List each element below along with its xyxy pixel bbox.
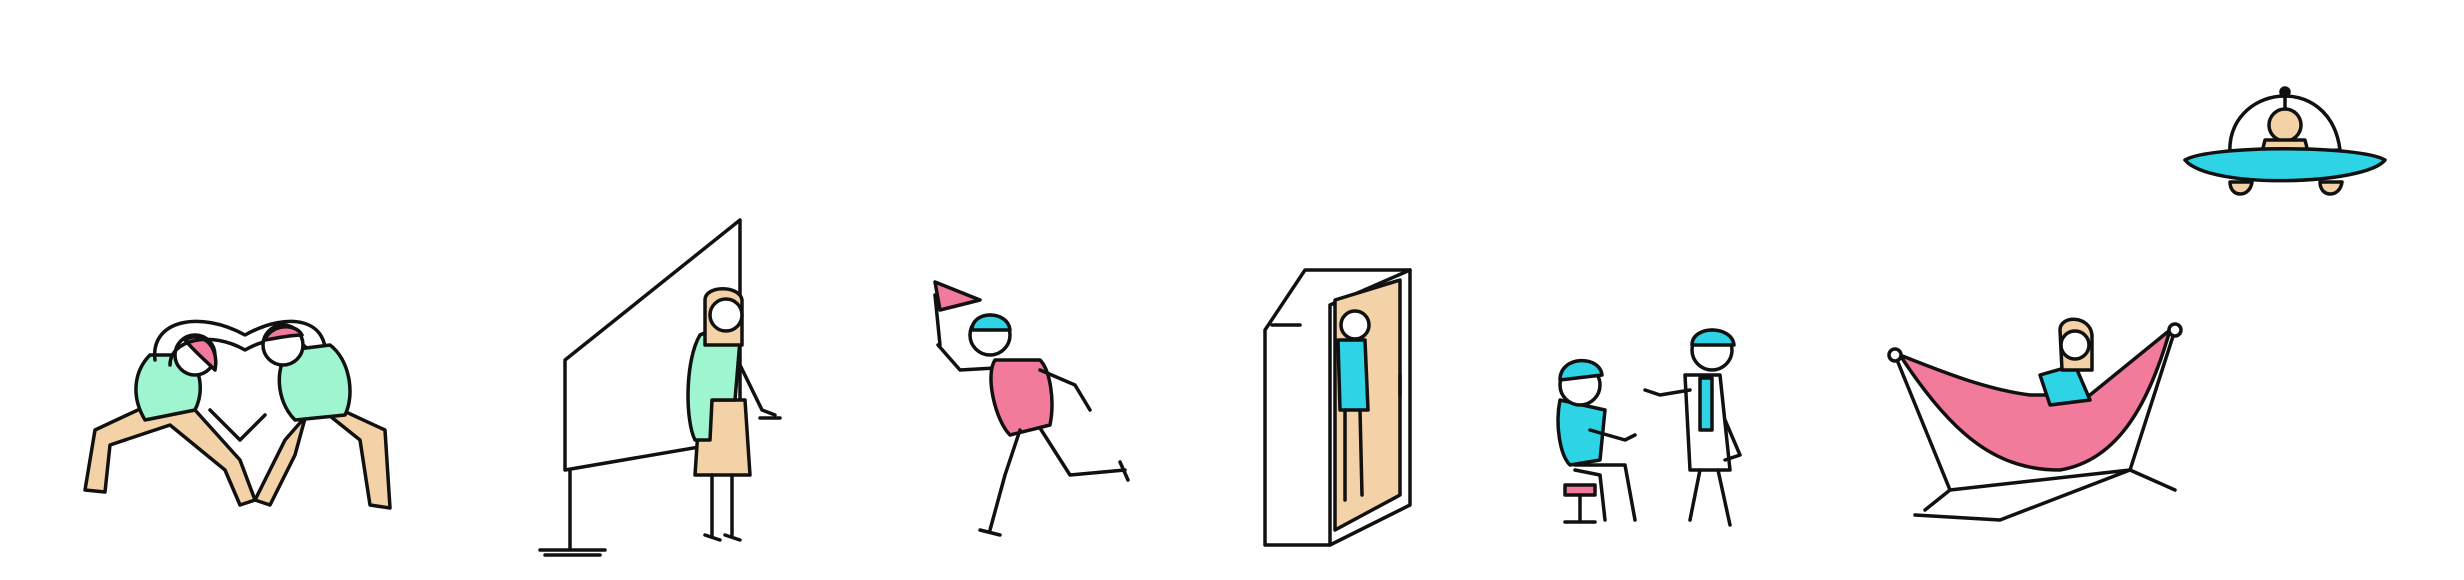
- booth-person-body: [1336, 338, 1370, 412]
- person-in-phone-booth: [1263, 268, 1412, 547]
- presenter-arm: [738, 363, 777, 417]
- runner-shoes: [978, 460, 1130, 537]
- hammock-frame: [1893, 328, 2177, 522]
- whiteboard-stand: [538, 468, 607, 557]
- booth-person-legs: [1343, 408, 1364, 502]
- booth-person-head: [1339, 309, 1371, 341]
- left-person-legs: [83, 393, 257, 507]
- flag-pole: [933, 293, 942, 347]
- person-in-hammock: [1887, 317, 2183, 522]
- runner-shirt: [989, 358, 1054, 437]
- hammock-fabric: [1898, 328, 2172, 472]
- runner-cap: [970, 313, 1012, 332]
- hammock-person-head: [2059, 329, 2091, 361]
- seated-person-arm: [1588, 428, 1637, 442]
- flag: [933, 280, 982, 312]
- seated-person-legs: [1573, 463, 1637, 522]
- standing-person-scarf: [1698, 376, 1714, 432]
- runner-arm-back: [1038, 368, 1092, 412]
- stretching-pair: [83, 319, 392, 510]
- standing-person-cap: [1690, 328, 1736, 347]
- alien-ufo: [2183, 86, 2387, 196]
- stool-seat: [1563, 483, 1597, 497]
- hammock-ring-right: [2167, 322, 2183, 338]
- two-people-meeting: [1556, 328, 1742, 527]
- left-person-hair: [183, 335, 218, 372]
- seated-person-shirt: [1556, 398, 1607, 467]
- standing-person-arm: [1643, 388, 1692, 397]
- runner-arm-raised: [936, 343, 997, 372]
- alien-head: [2267, 107, 2303, 143]
- runner-with-flag: [933, 280, 1130, 537]
- presenter-head: [708, 297, 744, 333]
- ufo-feet: [2228, 180, 2344, 196]
- heart-arms-arch: [153, 319, 328, 362]
- hammock-ring-left: [1887, 347, 1903, 363]
- alien-antenna-tip: [2279, 86, 2291, 98]
- seated-person-hair: [1558, 358, 1604, 382]
- ufo-saucer: [2183, 147, 2387, 183]
- presenter-at-whiteboard: [538, 218, 782, 557]
- standing-person-legs: [1688, 468, 1732, 527]
- stool-leg: [1563, 493, 1597, 524]
- presenter-legs: [703, 473, 742, 542]
- right-person-hair: [263, 325, 304, 342]
- heart-lower-arms: [208, 408, 267, 442]
- runner-legs: [988, 426, 1127, 532]
- right-person-torso: [277, 343, 352, 422]
- standing-person-bag: [1723, 418, 1742, 462]
- booth-back: [1263, 268, 1412, 547]
